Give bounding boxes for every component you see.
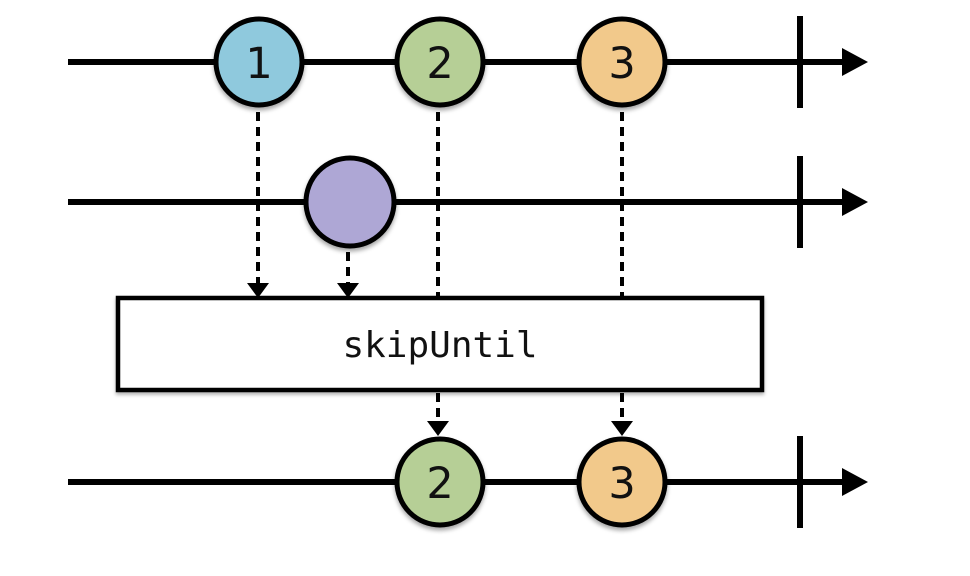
output-marble-2: 2 [394,436,486,528]
operator-box: skipUntil [115,295,765,393]
trigger-timeline [68,156,868,248]
source-timeline-arrowhead-icon [842,48,868,76]
output-marble-3: 3 [576,436,668,528]
output-marble-2-label: 2 [426,459,453,509]
trigger-marble-circle [303,155,397,249]
output-marble-3-circle [576,436,668,528]
source-marble-1: 1 [213,16,305,108]
connectors [256,112,624,421]
source-marble-2: 2 [394,16,486,108]
connector-source-1-arrowhead-icon [247,283,269,298]
source-marble-3: 3 [576,16,668,108]
connector-trigger-arrowhead-icon [337,283,359,298]
trigger-timeline-arrowhead-icon [842,188,868,216]
source-marble-2-label: 2 [426,39,453,89]
operator-label: skipUntil [342,325,537,366]
source-marble-2-circle [394,16,486,108]
connector-arrowheads [247,283,633,436]
trigger-marble [303,155,397,249]
connector-output-3-arrowhead-icon [611,421,633,436]
source-marble-3-circle [576,16,668,108]
operator-box-rect [115,295,765,393]
source-marble-3-label: 3 [608,39,635,89]
output-marble-2-circle [394,436,486,528]
output-timeline-arrowhead-icon [842,468,868,496]
connector-output-2-arrowhead-icon [427,421,449,436]
output-marble-3-label: 3 [608,459,635,509]
source-marble-1-circle [213,16,305,108]
source-marble-1-label: 1 [245,39,272,89]
